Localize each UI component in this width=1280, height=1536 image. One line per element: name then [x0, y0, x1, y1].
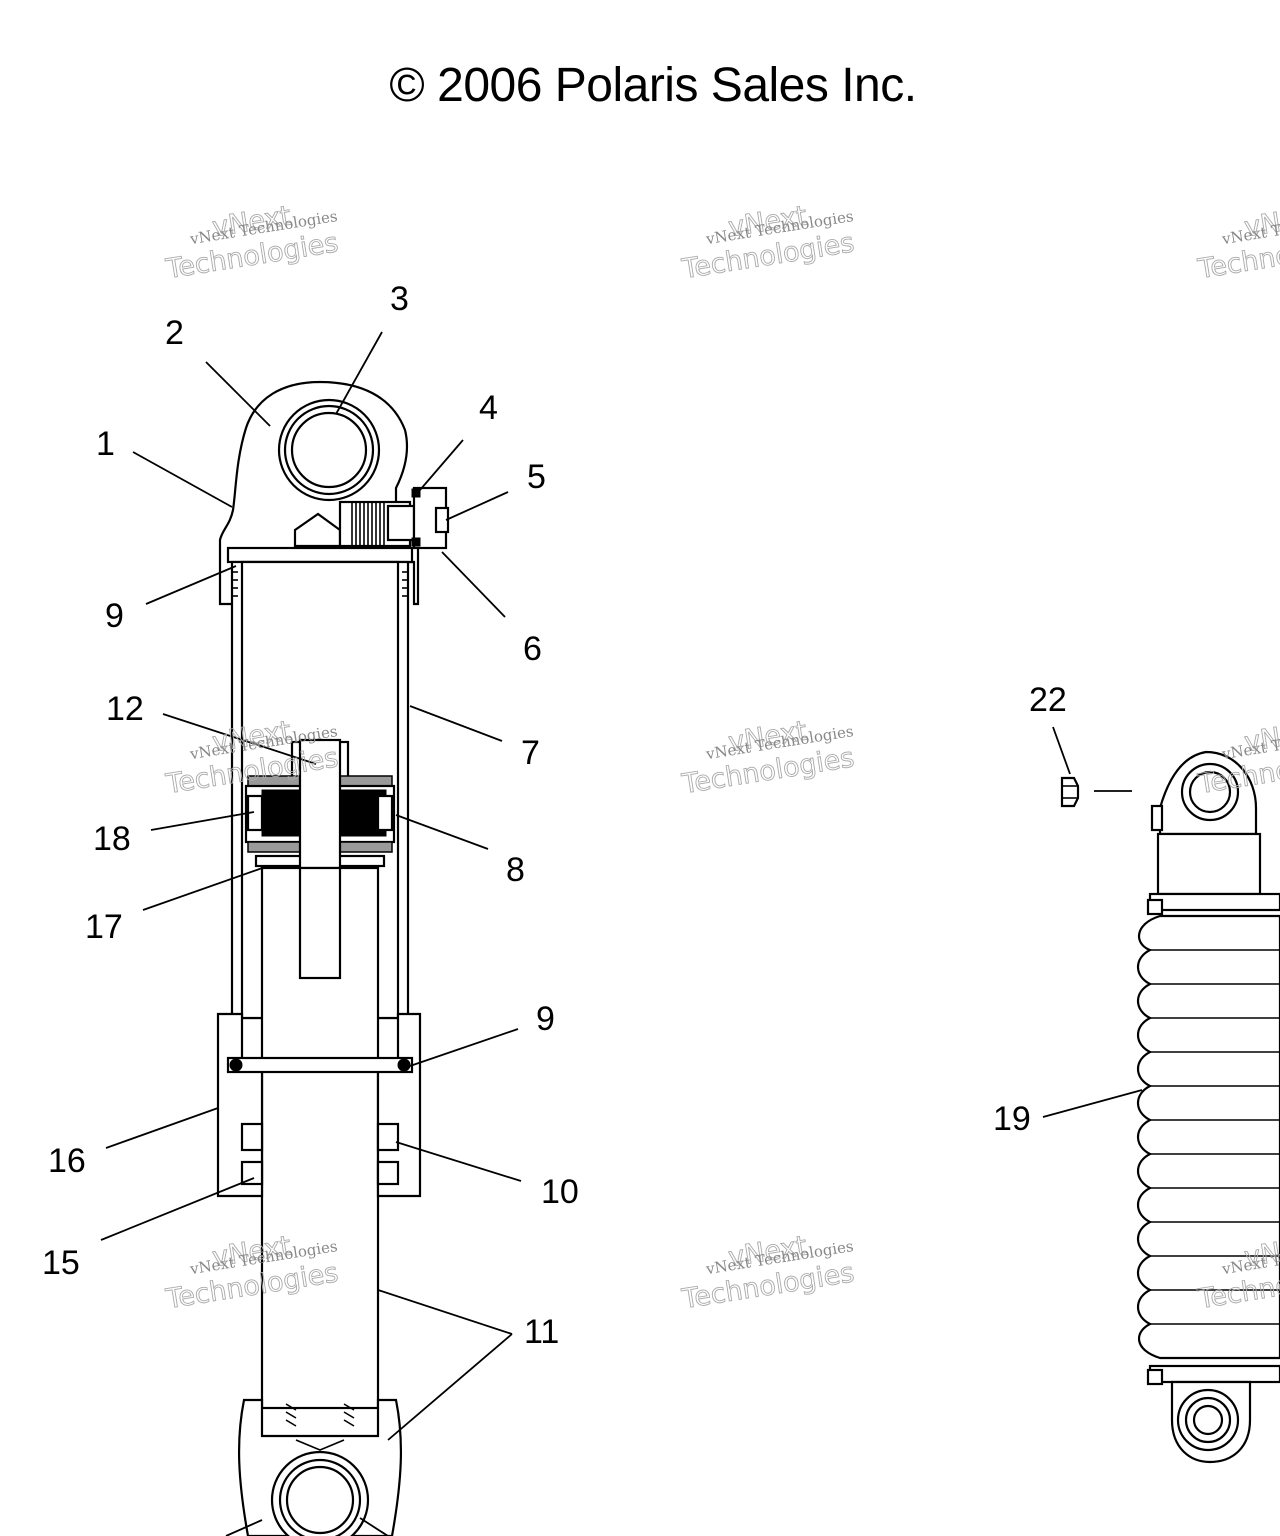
callout-19: 19 — [993, 1100, 1031, 1138]
watermark: vNext vNext Technologies Technologies — [679, 200, 857, 286]
callout-11: 11 — [524, 1313, 559, 1351]
callout-7: 7 — [521, 734, 540, 772]
callout-22: 22 — [1029, 681, 1067, 719]
callout-16: 16 — [48, 1142, 86, 1180]
callout-15: 15 — [42, 1244, 80, 1282]
callout-17: 17 — [85, 908, 123, 946]
callout-9-upper: 9 — [105, 597, 124, 635]
callout-8: 8 — [506, 851, 525, 889]
watermark: vNext vNext Technologies Technologies — [1195, 200, 1280, 286]
callout-4: 4 — [479, 389, 498, 427]
copyright-notice: © 2006 Polaris Sales Inc. — [389, 59, 917, 112]
callout-3: 3 — [390, 280, 409, 318]
watermark: vNext vNext Technologies Technologies — [163, 1230, 341, 1316]
callout-5: 5 — [527, 458, 546, 496]
callout-9-lower: 9 — [536, 1000, 555, 1038]
watermark: vNext vNext Technologies Technologies — [163, 200, 341, 286]
callout-1: 1 — [96, 425, 115, 463]
callout-18: 18 — [93, 820, 131, 858]
callout-numbers: 1 2 3 4 5 9 6 12 7 18 8 17 9 16 10 15 11… — [42, 280, 1067, 1351]
shock-with-boot — [1060, 750, 1280, 1464]
watermark: vNext vNext Technologies Technologies — [679, 715, 857, 801]
callout-12: 12 — [106, 690, 144, 728]
watermark: vNext vNext Technologies Technologies — [679, 1230, 857, 1316]
callout-10: 10 — [541, 1173, 579, 1211]
leader-lines — [100, 331, 1143, 1536]
shock-absorber-cutaway — [216, 380, 450, 1536]
callout-6: 6 — [523, 630, 542, 668]
callout-2: 2 — [165, 314, 184, 352]
